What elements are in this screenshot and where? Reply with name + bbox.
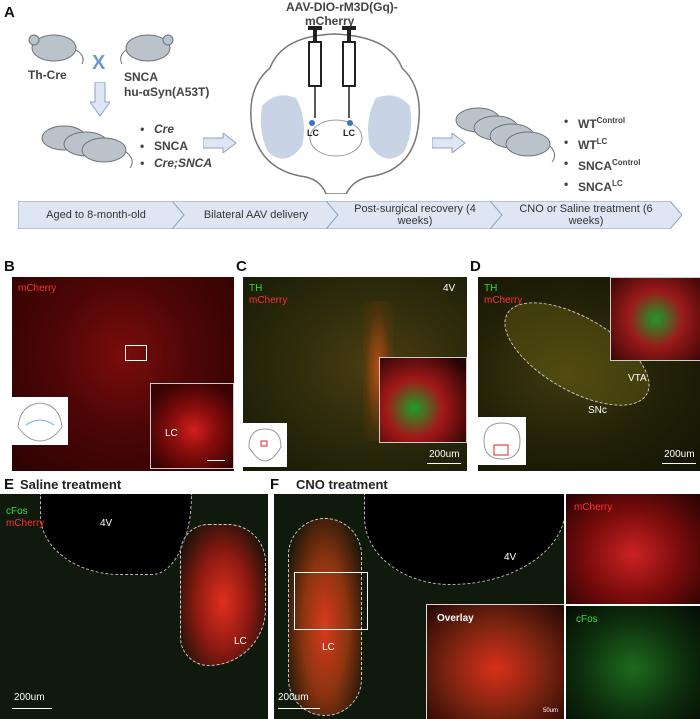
- scale-label: 200um: [429, 449, 460, 460]
- cfos-channel-panel: cFos: [566, 606, 700, 719]
- panel-a-letter: A: [4, 4, 15, 21]
- inset-label: LC: [165, 428, 178, 439]
- ventricle-label: 4V: [100, 518, 113, 529]
- panel-e-title: Saline treatment: [20, 477, 122, 492]
- timeline-step-3: Post-surgical recovery (4 weeks): [326, 201, 504, 229]
- channel-label: mCherry: [18, 283, 57, 294]
- atlas-inset: [12, 397, 68, 445]
- virus-label-line2: mCherry: [305, 14, 355, 28]
- panel-f-micrograph: 4V LC Overlay 50um 200um: [274, 494, 564, 719]
- ventricle-label: 4V: [504, 552, 517, 563]
- panel-c-micrograph: TH mCherry 4V 200um: [243, 277, 467, 471]
- scale-small-label: 50um: [543, 708, 559, 714]
- right-arrow-icon: [203, 133, 237, 153]
- panel-e-micrograph: cFos mCherry 4V LC 200um: [0, 494, 268, 719]
- mouse2-label-line1: SNCA: [124, 70, 159, 84]
- panel-b-micrograph: mCherry LC: [12, 277, 234, 471]
- panel-b-letter: B: [4, 258, 15, 275]
- group-item: SNCALC: [578, 175, 640, 196]
- group-item: SNCAControl: [578, 154, 640, 175]
- syringe-icon: [308, 26, 356, 118]
- timeline-step-2: Bilateral AAV delivery: [172, 201, 340, 229]
- genotype-item: Cre: [154, 121, 212, 138]
- ventricle-region: [364, 494, 564, 585]
- th-inset: [610, 277, 700, 361]
- overlay-label: Overlay: [437, 613, 474, 624]
- virus-label-line1: AAV-DIO-rM3D(Gq)-: [286, 0, 398, 14]
- channel-label-mcherry: mCherry: [6, 518, 45, 529]
- panel-e-letter: E: [4, 476, 15, 493]
- mice-group-icon: [41, 125, 133, 169]
- scale-label: 200um: [664, 449, 695, 460]
- panel-d-micrograph: TH mCherry VTA SNc 200um: [478, 277, 700, 471]
- vta-label: VTA: [628, 373, 647, 384]
- channel-label-mcherry: mCherry: [484, 295, 523, 306]
- channel-label-th: TH: [249, 283, 263, 294]
- lc-label: LC: [322, 642, 335, 653]
- genotype-item: SNCA: [154, 138, 212, 155]
- scale-bar: [278, 708, 320, 709]
- genotype-list: Cre SNCA Cre;SNCA: [154, 121, 212, 172]
- panel-d-letter: D: [470, 258, 481, 275]
- roi-box: [294, 572, 368, 630]
- th-inset: [379, 357, 467, 443]
- lc-left-label: LC: [307, 128, 319, 138]
- channel-label-mcherry: mCherry: [249, 295, 288, 306]
- atlas-inset: [478, 417, 526, 465]
- channel-label-th: TH: [484, 283, 498, 294]
- cross-symbol: X: [92, 52, 106, 74]
- group-list: WTControl WTLC SNCAControl SNCALC: [578, 112, 640, 196]
- lc-region: [180, 524, 266, 666]
- panel-f-letter: F: [270, 476, 280, 493]
- scale-bar: [207, 460, 225, 461]
- lc-label: LC: [234, 636, 247, 647]
- overlay-inset: Overlay 50um: [426, 604, 564, 719]
- atlas-inset: [243, 423, 287, 467]
- mice-group-icon: [455, 107, 556, 163]
- mouse-icon: [120, 34, 174, 65]
- roi-box: [125, 345, 147, 361]
- mouse2-label-line2: hu-αSyn(A53T): [124, 85, 210, 99]
- panel-c-letter: C: [236, 258, 247, 275]
- channel-label-cfos: cFos: [576, 614, 598, 625]
- mouse-icon: [28, 34, 84, 65]
- timeline-step-1: Aged to 8-month-old: [18, 201, 186, 229]
- scale-bar: [427, 463, 461, 464]
- snc-label: SNc: [588, 405, 607, 416]
- mcherry-channel-panel: mCherry: [566, 494, 700, 604]
- group-item: WTLC: [578, 133, 640, 154]
- channel-label-mcherry: mCherry: [574, 502, 613, 513]
- right-arrow-icon: [432, 133, 466, 153]
- channel-label-cfos: cFos: [6, 506, 28, 517]
- genotype-item: Cre;SNCA: [154, 155, 212, 172]
- scale-bar: [662, 463, 696, 464]
- brain-slice-diagram: [250, 33, 421, 194]
- timeline-step-4: CNO or Saline treatment (6 weeks): [490, 201, 682, 229]
- mouse1-label: Th-Cre: [28, 68, 67, 82]
- lc-region: [288, 518, 362, 716]
- lc-right-label: LC: [343, 128, 355, 138]
- ventricle-region: [40, 494, 192, 575]
- scale-label: 200um: [14, 692, 45, 703]
- lc-inset: LC: [150, 383, 234, 469]
- panel-f-title: CNO treatment: [296, 477, 388, 492]
- scale-bar: [12, 708, 52, 709]
- down-arrow-icon: [90, 82, 110, 117]
- scale-label: 200um: [278, 692, 309, 703]
- ventricle-label: 4V: [443, 283, 456, 294]
- group-item: WTControl: [578, 112, 640, 133]
